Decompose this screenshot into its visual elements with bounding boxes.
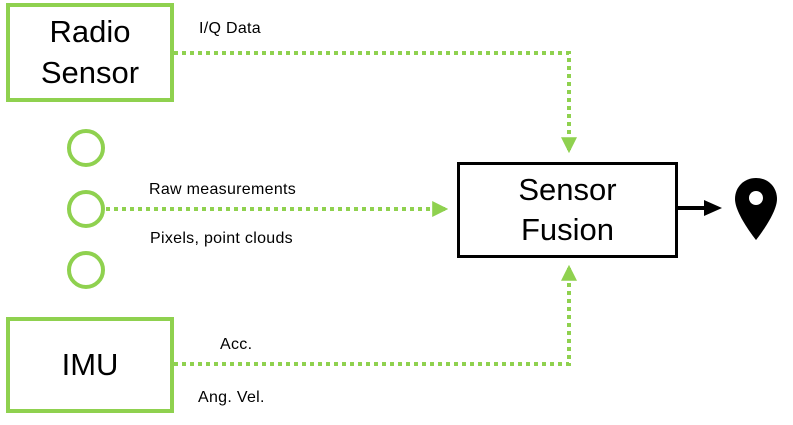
fusion-output-arrowhead: [704, 200, 722, 216]
imu-to-fusion-connector: [174, 264, 577, 366]
sensor-circle-bottom: [67, 251, 105, 289]
sensor-fusion-node: Sensor Fusion: [457, 162, 678, 258]
acc-label: Acc.: [220, 336, 253, 353]
raw-measurements-label: Raw measurements: [149, 181, 297, 198]
imu-label: IMU: [61, 346, 119, 382]
radio-to-fusion-connector: [174, 51, 577, 154]
sensor-circle-middle: [67, 190, 105, 228]
radio-sensor-node: Radio Sensor: [6, 3, 174, 102]
map-pin-icon: [735, 178, 777, 240]
sensor-circle-top: [67, 129, 105, 167]
pixels-point-clouds-label: Pixels, point clouds: [150, 230, 293, 247]
ang-vel-label: Ang. Vel.: [198, 389, 265, 406]
iq-data-label: I/Q Data: [199, 20, 261, 37]
imu-node: IMU: [6, 317, 174, 413]
radio-sensor-label: Radio Sensor: [40, 14, 140, 90]
sensor-fusion-label: Sensor Fusion: [518, 171, 617, 247]
